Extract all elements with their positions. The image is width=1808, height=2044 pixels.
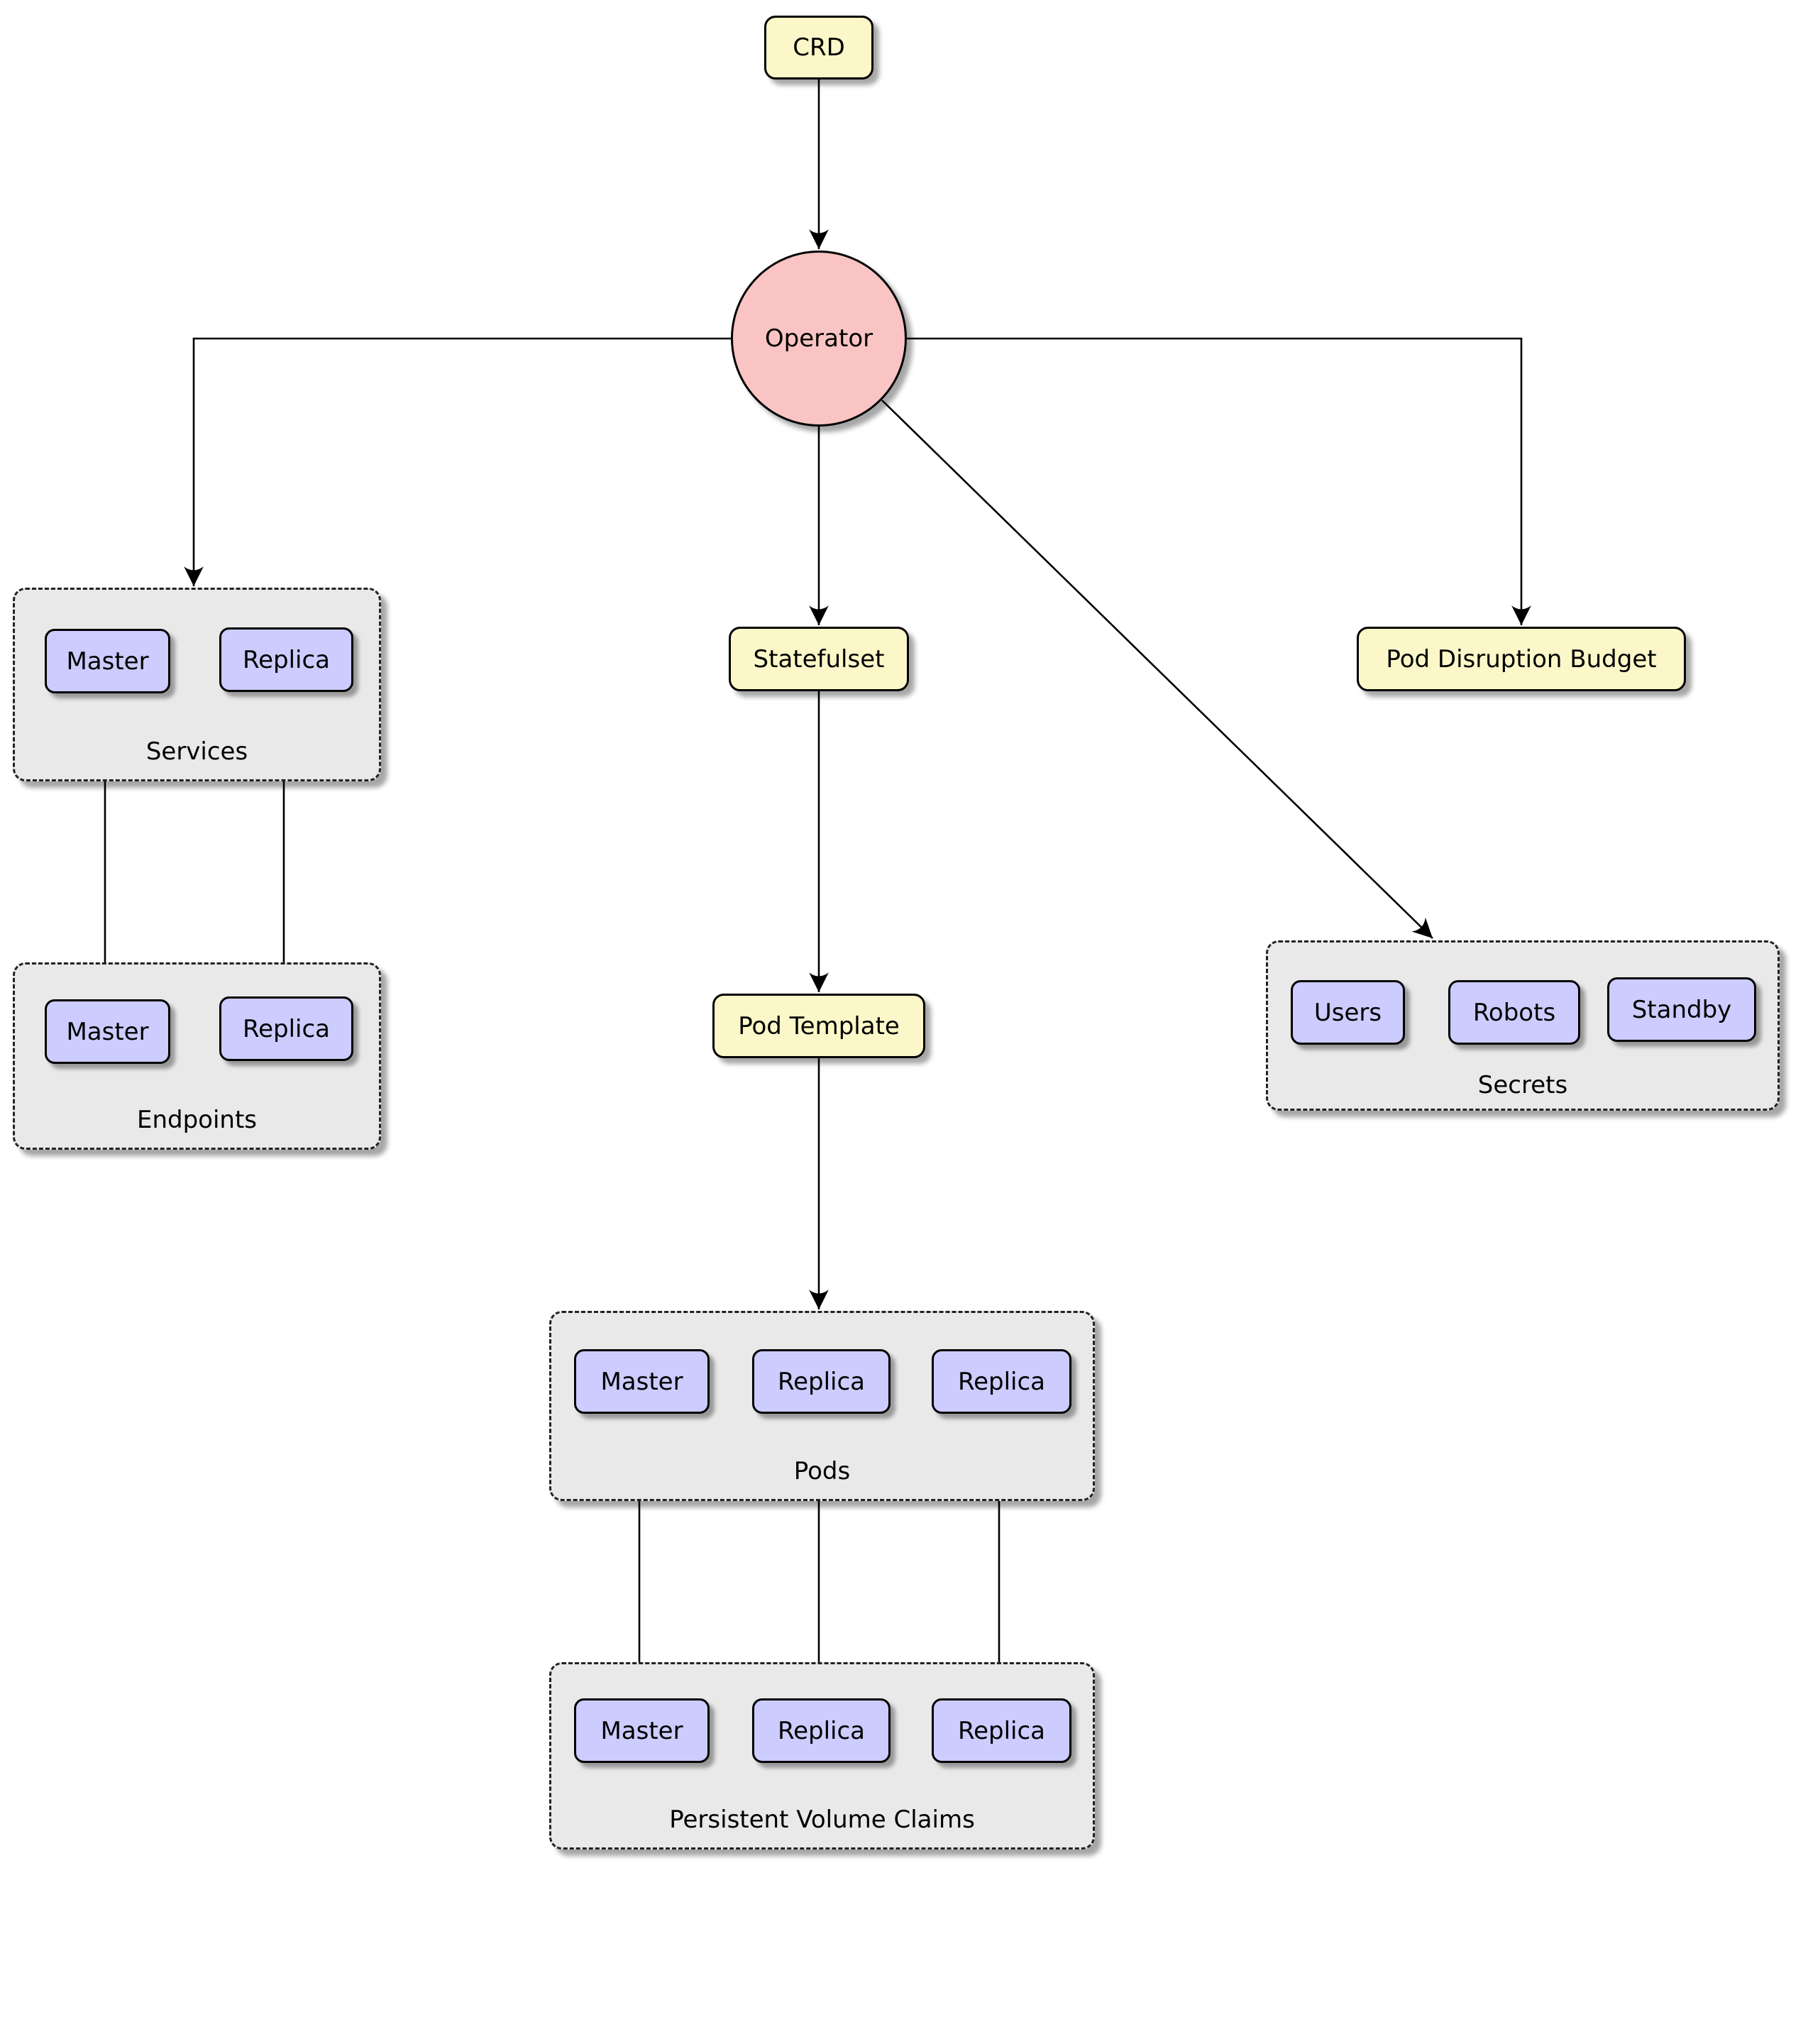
pvc-replica-1: Replica xyxy=(752,1698,891,1763)
endpoints-master: Master xyxy=(45,999,170,1064)
services-replica: Replica xyxy=(219,627,353,692)
group-services-label: Services xyxy=(145,737,248,766)
secrets-robots: Robots xyxy=(1448,980,1580,1045)
group-persistent-volume-claims: Master Replica Replica Persistent Volume… xyxy=(549,1662,1095,1850)
group-secrets-label: Secrets xyxy=(1477,1071,1568,1099)
node-statefulset: Statefulset xyxy=(729,627,909,691)
group-endpoints-label: Endpoints xyxy=(136,1106,258,1134)
node-crd: CRD xyxy=(764,16,873,79)
group-pods-label: Pods xyxy=(793,1457,851,1485)
edge-operator-pod-disruption-budget xyxy=(907,337,1531,625)
services-master: Master xyxy=(45,629,170,693)
node-pod-template: Pod Template xyxy=(712,994,925,1058)
node-pod-disruption-budget: Pod Disruption Budget xyxy=(1357,627,1686,691)
group-services: Master Replica Services xyxy=(13,588,381,781)
group-pods: Master Replica Replica Pods xyxy=(549,1311,1095,1501)
pods-replica-2: Replica xyxy=(932,1349,1071,1414)
node-operator: Operator xyxy=(731,251,907,427)
edge-operator-services xyxy=(184,337,731,586)
endpoints-replica: Replica xyxy=(219,996,353,1061)
edge-operator-secrets xyxy=(881,400,1433,939)
pods-replica-1: Replica xyxy=(752,1349,891,1414)
pvc-replica-2: Replica xyxy=(932,1698,1071,1763)
secrets-users: Users xyxy=(1291,980,1405,1045)
group-secrets: Users Robots Standby Secrets xyxy=(1266,940,1780,1111)
group-endpoints: Master Replica Endpoints xyxy=(13,962,381,1150)
group-persistent-volume-claims-label: Persistent Volume Claims xyxy=(669,1806,975,1834)
pods-master: Master xyxy=(574,1349,710,1414)
pvc-master: Master xyxy=(574,1698,710,1763)
secrets-standby: Standby xyxy=(1607,977,1756,1042)
